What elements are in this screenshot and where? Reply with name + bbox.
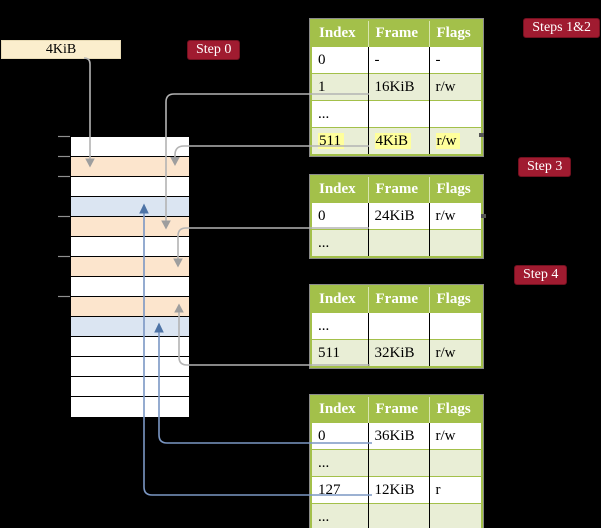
- col-header-index: Index: [311, 286, 369, 313]
- col-header-flags: Flags: [429, 286, 482, 313]
- table-row: 127 12KiB r: [311, 476, 482, 504]
- memory-frame-row-pagetable: [71, 297, 189, 317]
- highlighted-value: 511: [318, 132, 344, 149]
- col-header-frame: Frame: [368, 396, 430, 423]
- memory-frame-row-pagetable: [71, 157, 189, 177]
- page-table-steps12: Index Frame Flags 0 - - 1 16KiB r/w ... …: [309, 18, 484, 157]
- memory-frame-row: [71, 137, 189, 157]
- page-table-final-level: Index Frame Flags 0 36KiB r/w ... 127 12…: [309, 394, 484, 528]
- memory-frame-row-datapage: [71, 197, 189, 217]
- highlighted-value: r/w: [435, 132, 460, 149]
- col-header-flags: Flags: [429, 396, 482, 423]
- table-row: 0 24KiB r/w: [311, 202, 482, 230]
- physical-memory-column: [70, 136, 190, 418]
- table-row: ...: [311, 503, 482, 528]
- table-row: ...: [311, 449, 482, 477]
- col-header-frame: Frame: [368, 20, 430, 47]
- col-header-frame: Frame: [368, 286, 430, 313]
- table-row-highlighted: 511 4KiB r/w: [311, 127, 482, 155]
- memory-frame-row: [71, 237, 189, 257]
- highlighted-value: 4KiB: [374, 132, 412, 149]
- memory-frame-row-pagetable: [71, 257, 189, 277]
- table-row: 0 36KiB r/w: [311, 422, 482, 450]
- frame-boundary-ticks: [58, 135, 70, 298]
- col-header-flags: Flags: [429, 176, 482, 203]
- step-badge-4: Step 4: [514, 265, 568, 285]
- table-header-row: Index Frame Flags: [311, 396, 482, 423]
- frame-size-label: 4KiB: [1, 40, 121, 59]
- col-header-flags: Flags: [429, 20, 482, 47]
- table-header-row: Index Frame Flags: [311, 286, 482, 313]
- memory-frame-row: [71, 377, 189, 397]
- memory-frame-row-datapage: [71, 317, 189, 337]
- table-row: 511 32KiB r/w: [311, 339, 482, 367]
- step-badge-1-2: Steps 1&2: [523, 18, 600, 38]
- memory-frame-row: [71, 397, 189, 417]
- table-row: 0 - -: [311, 46, 482, 74]
- col-header-index: Index: [311, 396, 369, 423]
- memory-frame-row-pagetable: [71, 217, 189, 237]
- table-row: 1 16KiB r/w: [311, 73, 482, 101]
- page-table-step4: Index Frame Flags ... 511 32KiB r/w: [309, 284, 484, 369]
- table-row: ...: [311, 312, 482, 340]
- table-header-row: Index Frame Flags: [311, 20, 482, 47]
- col-header-index: Index: [311, 20, 369, 47]
- table-row: ...: [311, 229, 482, 257]
- col-header-index: Index: [311, 176, 369, 203]
- step-badge-0: Step 0: [187, 40, 241, 60]
- page-table-step3: Index Frame Flags 0 24KiB r/w ...: [309, 174, 484, 259]
- col-header-frame: Frame: [368, 176, 430, 203]
- table-header-row: Index Frame Flags: [311, 176, 482, 203]
- memory-frame-row: [71, 337, 189, 357]
- memory-frame-row: [71, 177, 189, 197]
- step-badge-3: Step 3: [518, 157, 572, 177]
- memory-frame-row: [71, 277, 189, 297]
- memory-frame-row: [71, 357, 189, 377]
- table-row: ...: [311, 100, 482, 128]
